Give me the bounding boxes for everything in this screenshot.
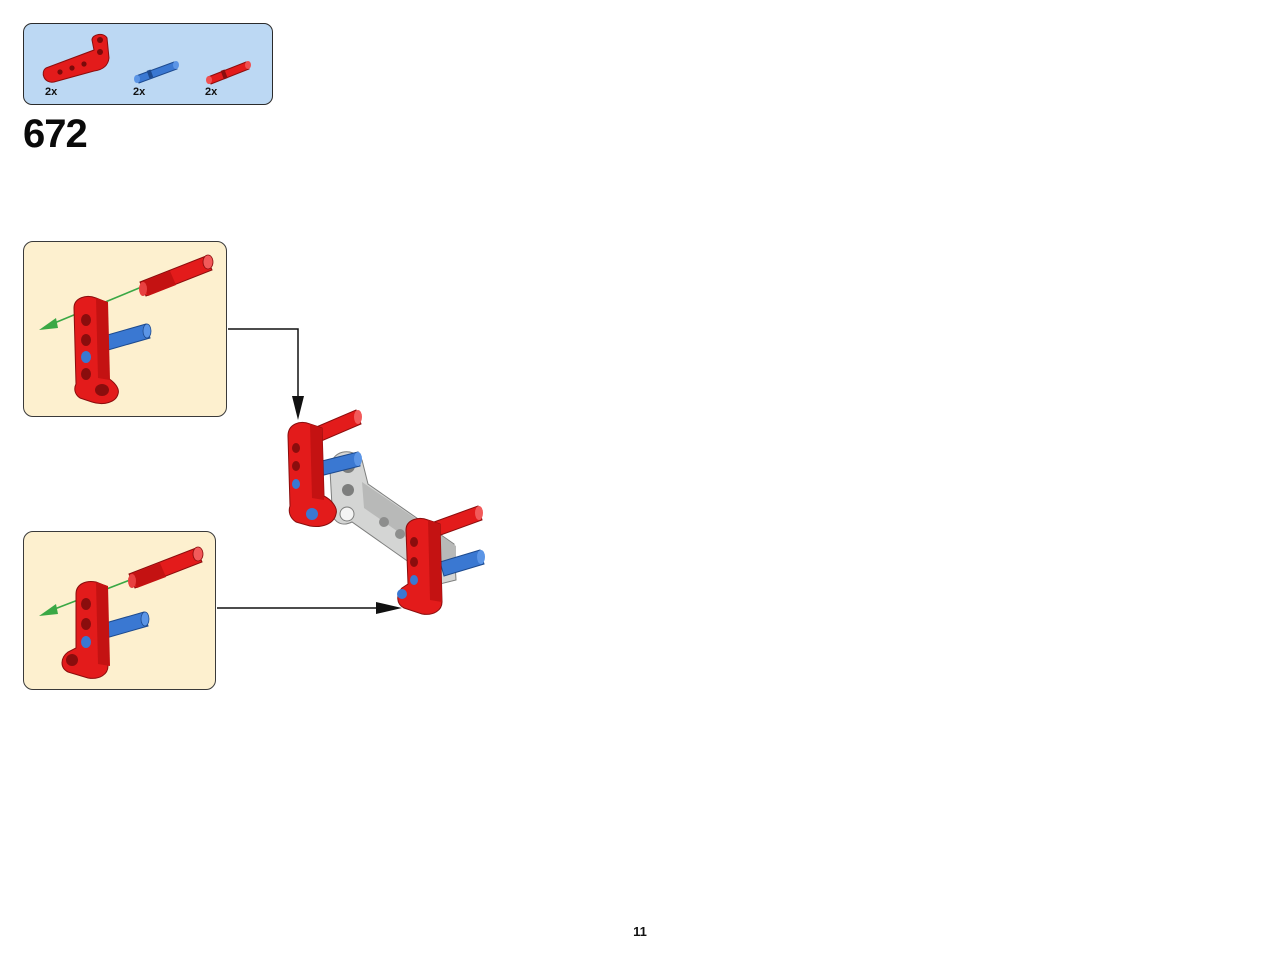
red-angled-beam-icon — [42, 33, 110, 83]
part-quantity: 2x — [45, 86, 58, 98]
parts-list-art — [42, 33, 251, 85]
red-axle-pin-icon — [433, 505, 483, 537]
part-quantity: 2x — [205, 86, 218, 98]
red-angled-beam-icon — [397, 517, 443, 615]
black-callout-arrow-icon — [217, 602, 402, 614]
black-callout-arrow-icon — [228, 328, 304, 420]
red-angled-beam-icon — [73, 295, 119, 405]
red-axle-pin-icon — [206, 61, 251, 85]
page-number: 11 — [633, 924, 647, 939]
sub-assembly-callout-bottom — [23, 531, 216, 690]
sub-assembly-callout-top — [23, 241, 227, 417]
part-quantity: 2x — [133, 86, 146, 98]
sub-assembly-art-top — [39, 254, 214, 405]
sub-assembly-art-bottom — [39, 546, 204, 679]
parts-list-callout: 2x 2x 2x — [23, 23, 273, 105]
red-axle-pin-icon — [139, 254, 214, 297]
step-number: 672 — [23, 112, 88, 156]
red-angled-beam-icon — [287, 422, 337, 527]
blue-axle-pin-icon — [439, 549, 485, 577]
red-axle-pin-icon — [128, 546, 204, 589]
blue-axle-pin-icon — [134, 61, 179, 84]
red-angled-beam-icon — [61, 581, 110, 679]
